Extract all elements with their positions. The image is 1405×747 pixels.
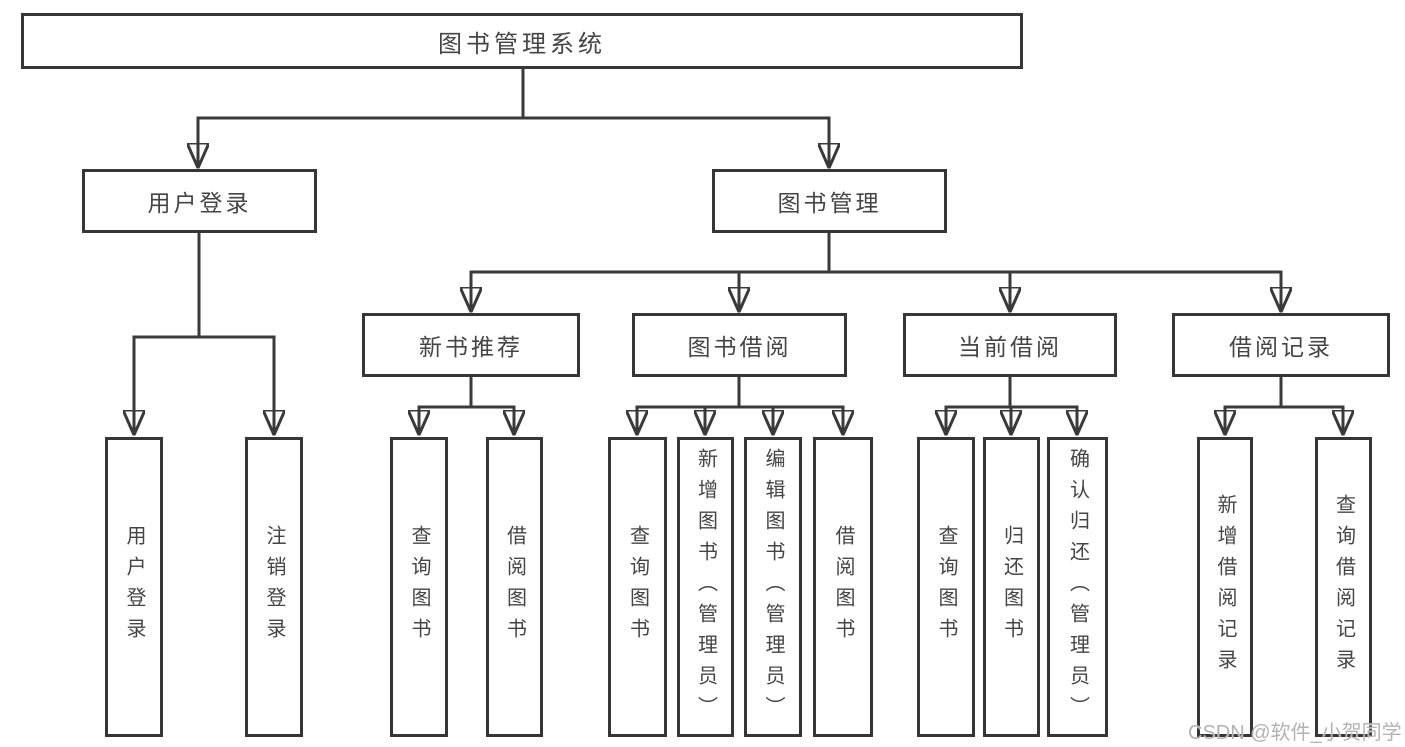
leaf-borrow-books-borrow: 借阅图书 xyxy=(813,437,873,737)
node-root: 图书管理系统 xyxy=(21,13,1023,69)
node-book-borrow: 图书借阅 xyxy=(632,313,847,377)
leaf-borrow-books-recommend-label: 借阅图书 xyxy=(503,525,526,649)
node-book-borrow-label: 图书借阅 xyxy=(687,334,792,360)
leaf-user-login-label: 用户登录 xyxy=(123,525,145,649)
leaf-borrow-books-recommend: 借阅图书 xyxy=(486,437,543,737)
leaf-add-books-admin-label: 新增图书（管理员） xyxy=(694,447,717,727)
leaf-query-books-borrow: 查询图书 xyxy=(608,437,667,737)
watermark: CSDN @软件_小贺同学 xyxy=(1188,722,1402,744)
leaf-query-books-borrow-label: 查询图书 xyxy=(626,525,649,649)
leaf-edit-books-admin: 编辑图书（管理员） xyxy=(744,437,802,737)
leaf-logout-label: 注销登录 xyxy=(263,525,285,649)
leaf-borrow-books-borrow-label: 借阅图书 xyxy=(832,525,854,649)
leaf-query-books-current: 查询图书 xyxy=(917,437,975,737)
leaf-query-borrow-record: 查询借阅记录 xyxy=(1315,437,1372,737)
node-current-borrow-label: 当前借阅 xyxy=(958,334,1062,360)
node-current-borrow: 当前借阅 xyxy=(903,313,1117,377)
leaf-user-login: 用户登录 xyxy=(105,437,163,737)
leaf-confirm-return-admin: 确认归还（管理员） xyxy=(1047,437,1108,737)
node-user-login-label: 用户登录 xyxy=(147,190,252,216)
node-book-management-label: 图书管理 xyxy=(777,190,882,216)
leaf-add-borrow-record-label: 新增借阅记录 xyxy=(1214,494,1236,680)
leaf-add-books-admin: 新增图书（管理员） xyxy=(677,437,734,737)
leaf-query-borrow-record-label: 查询借阅记录 xyxy=(1332,494,1355,680)
node-root-label: 图书管理系统 xyxy=(438,30,606,58)
leaf-return-books-label: 归还图书 xyxy=(1000,525,1023,649)
node-borrow-records-label: 借阅记录 xyxy=(1229,334,1333,360)
leaf-add-borrow-record: 新增借阅记录 xyxy=(1197,437,1253,737)
node-book-management: 图书管理 xyxy=(712,169,947,233)
leaf-edit-books-admin-label: 编辑图书（管理员） xyxy=(762,447,784,727)
node-borrow-records: 借阅记录 xyxy=(1172,313,1390,377)
leaf-logout: 注销登录 xyxy=(245,437,303,737)
leaf-confirm-return-admin-label: 确认归还（管理员） xyxy=(1066,447,1089,727)
leaf-return-books: 归还图书 xyxy=(983,437,1040,737)
leaf-query-books-recommend-label: 查询图书 xyxy=(408,525,430,649)
leaf-query-books-current-label: 查询图书 xyxy=(935,525,957,649)
node-new-book-recommend-label: 新书推荐 xyxy=(419,334,523,360)
node-new-book-recommend: 新书推荐 xyxy=(362,313,580,377)
node-user-login: 用户登录 xyxy=(82,169,317,233)
leaf-query-books-recommend: 查询图书 xyxy=(390,437,448,737)
